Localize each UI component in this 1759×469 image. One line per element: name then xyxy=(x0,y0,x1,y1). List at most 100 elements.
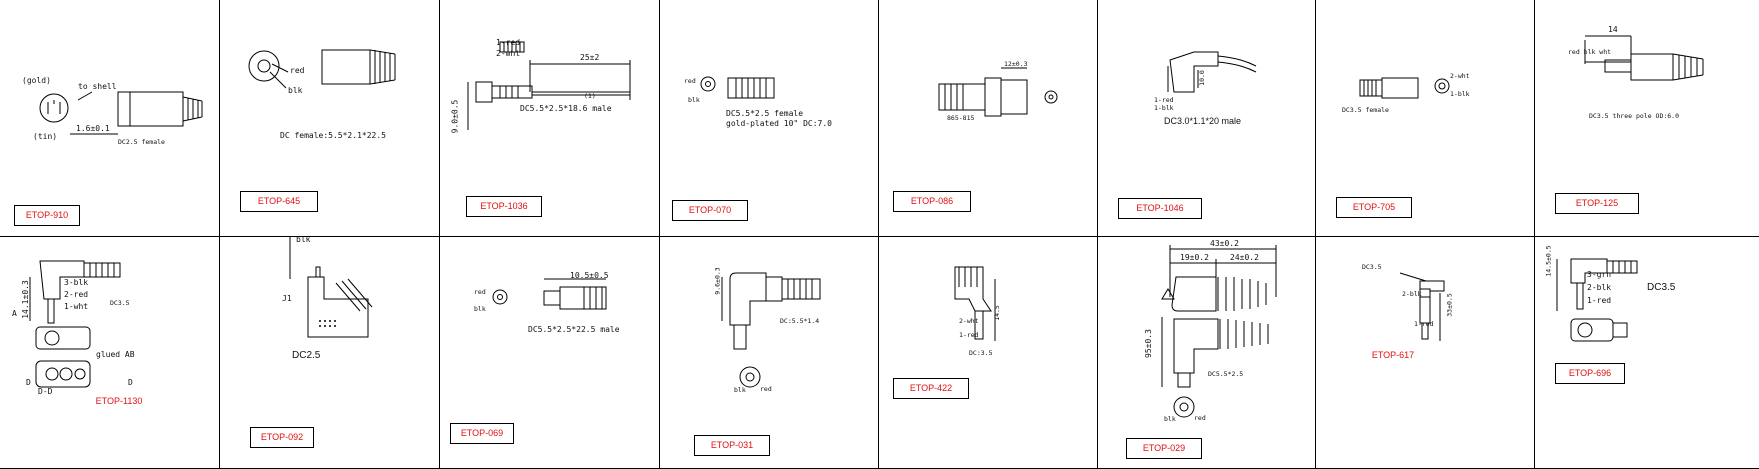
label-section-a: A xyxy=(12,309,17,318)
dc-plug-drawing xyxy=(879,0,1098,237)
label-2-wht: 2-wht xyxy=(1450,72,1470,80)
label-dim-95: 95±0.3 xyxy=(1143,329,1153,358)
part-cell-etop-1130: DC3.5 3-blk 2-red 1-wht 14.1±0.3 A glued… xyxy=(0,237,220,469)
label-dim-19: 19±0.2 xyxy=(1180,253,1209,262)
label-1-wht: 1-wht xyxy=(64,302,89,311)
dc2-5-right-angle-drawing xyxy=(220,237,440,469)
dc-male-5-5-drawing xyxy=(440,237,660,469)
label-dc-spec: DC5.5*2.5 xyxy=(1208,370,1244,378)
label-wire-colors: red blk wht xyxy=(1568,48,1612,56)
label-glued-ab: glued AB xyxy=(96,350,135,359)
part-code-etop-645: ETOP-645 xyxy=(240,191,318,212)
right-angle-dc-drawing xyxy=(660,237,879,469)
part-code-etop-617: ETOP-617 xyxy=(1358,346,1428,367)
label-blk: blk xyxy=(296,237,311,244)
label-dim-25: 25±2 xyxy=(580,53,600,62)
label-1-blk: 1-blk xyxy=(1450,90,1470,98)
label-2-blk: 2-blk xyxy=(1402,290,1422,298)
label-dim-43: 43±0.2 xyxy=(1210,239,1239,248)
label-dc3-5: DC3.5 xyxy=(1647,282,1676,293)
label-dim-9: 9.0±0.5 xyxy=(450,99,460,134)
part-cell-etop-617: DC3.5 2-blk 1-red 33±0.5 ETOP-617 xyxy=(1316,237,1535,469)
part-cell-etop-086: 12±0.3 865-815 ETOP-086 xyxy=(879,0,1098,237)
part-cell-etop-125: 14 red blk wht DC3.5 three pole OD:6.0 E… xyxy=(1535,0,1759,237)
label-dim-24: 24±0.2 xyxy=(1230,253,1259,262)
label-dc3-5: DC:3.5 xyxy=(969,349,993,357)
dc-male-plug-drawing xyxy=(440,0,660,237)
part-cell-etop-1036: 1-red 2-wht 25±2 (1) DC5.5*2.5*18.6 male… xyxy=(440,0,660,237)
label-1-red: 1-red xyxy=(496,38,521,47)
label-2-wht: 2-wht xyxy=(496,49,521,58)
label-section-d-right: D xyxy=(128,378,133,387)
label-section-d-d: D-D xyxy=(38,387,53,396)
label-j1: J1 xyxy=(282,294,292,303)
part-cell-etop-070: red blk DC5.5*2.5 female gold-plated 10"… xyxy=(660,0,879,237)
label-1-red: 1-red xyxy=(959,331,979,339)
part-code-etop-705: ETOP-705 xyxy=(1336,197,1412,218)
label-dim-14-1: 14.1±0.3 xyxy=(20,280,30,319)
dc-5-5-assembly-drawing xyxy=(1098,237,1316,469)
part-cell-etop-092: red blk J1 DC2.5 ETOP-092 xyxy=(220,237,440,469)
label-dim-33: 33±0.5 xyxy=(1445,293,1454,317)
label-1-blk: 1-blk xyxy=(1154,104,1174,112)
part-code-etop-069: ETOP-069 xyxy=(450,423,514,444)
part-code-etop-125: ETOP-125 xyxy=(1555,193,1639,214)
label-dc-male-spec: DC5.5*2.5*18.6 male xyxy=(520,104,612,113)
dc-female-cable-drawing xyxy=(220,0,440,237)
dc-3-5-angle-plug-drawing xyxy=(1316,237,1535,469)
label-to-shell: to shell xyxy=(78,82,117,91)
part-code-etop-029: ETOP-029 xyxy=(1126,438,1202,459)
label-blk: blk xyxy=(734,386,746,394)
label-dc2-5-female: DC2.5 female xyxy=(118,138,165,146)
label-dc3-5: DC3.5 xyxy=(1362,263,1382,271)
label-dim-10-5: 10.5±0.5 xyxy=(570,271,609,280)
part-code-etop-070: ETOP-070 xyxy=(672,200,748,221)
label-dc3-5: DC3.5 xyxy=(110,299,130,307)
label-wire-1: (1) xyxy=(584,92,596,100)
label-2-wht: 2-wht xyxy=(959,317,979,325)
part-cell-etop-069: red blk 10.5±0.5 DC5.5*2.5*22.5 male ETO… xyxy=(440,237,660,469)
part-code-etop-696: ETOP-696 xyxy=(1555,363,1625,384)
label-3-grn: 3-grn xyxy=(1587,270,1612,279)
label-1-red: 1-red xyxy=(1587,296,1612,305)
label-1-red: 1-red xyxy=(1414,320,1434,328)
part-cell-etop-696: 14.5±0.5 3-grn 2-blk 1-red DC3.5 ETOP-69… xyxy=(1535,237,1759,469)
part-cell-etop-645: red blk DC female:5.5*2.1*22.5 ETOP-645 xyxy=(220,0,440,237)
part-code-etop-031: ETOP-031 xyxy=(694,435,770,456)
label-dc-male-spec: DC5.5*2.5*22.5 male xyxy=(528,325,620,334)
label-gold-plated: gold-plated 10" DC:7.0 xyxy=(726,119,832,128)
part-code-etop-910: ETOP-910 xyxy=(14,205,80,226)
label-dc3-5-female: DC3.5 female xyxy=(1342,106,1389,114)
label-section-d-left: D xyxy=(26,378,31,387)
part-code-etop-1046: ETOP-1046 xyxy=(1118,198,1202,219)
label-dc-spec: DC:5.5*1.4 xyxy=(780,317,820,325)
label-dim-9-6: 9.6±0.3 xyxy=(713,267,722,295)
dc-female-jack-drawing xyxy=(0,0,220,237)
label-tin: (tin) xyxy=(33,132,58,141)
label-dc-female-spec: DC female:5.5*2.1*22.5 xyxy=(280,131,386,140)
label-dim-1-6: 1.6±0.1 xyxy=(76,124,110,133)
part-code-etop-092: ETOP-092 xyxy=(250,427,314,448)
part-cell-etop-422: 2-wht 1-red 14.5 DC:3.5 ETOP-422 xyxy=(879,237,1098,469)
label-red: red xyxy=(1194,414,1206,422)
label-dim-14-5: 14.5±0.5 xyxy=(1544,245,1553,277)
label-blk: blk xyxy=(474,305,486,313)
label-dim-14: 14 xyxy=(1608,25,1618,34)
label-dc3-5-three-pole: DC3.5 three pole OD:6.0 xyxy=(1589,112,1680,120)
label-red: red xyxy=(474,288,486,296)
three-pole-plug-drawing xyxy=(1535,0,1759,237)
part-code-etop-086: ETOP-086 xyxy=(893,191,971,212)
label-2-blk: 2-blk xyxy=(1587,283,1612,292)
label-red: red xyxy=(760,385,772,393)
label-dc2-5: DC2.5 xyxy=(292,350,321,361)
label-dim-12: 12±0.3 xyxy=(1004,60,1028,68)
part-code-etop-422: ETOP-422 xyxy=(893,378,969,399)
label-dc-male-spec: DC3.0*1.1*20 male xyxy=(1164,116,1242,126)
right-angle-3-5-plug-drawing xyxy=(0,237,220,469)
part-cell-etop-705: 2-wht 1-blk DC3.5 female ETOP-705 xyxy=(1316,0,1535,237)
label-blk: blk xyxy=(688,96,700,104)
label-1-red: 1-red xyxy=(1154,96,1174,104)
part-code-etop-1130: ETOP-1130 xyxy=(80,392,158,413)
part-cell-etop-1046: 1-red 1-blk 10.0 DC3.0*1.1*20 male ETOP-… xyxy=(1098,0,1316,237)
